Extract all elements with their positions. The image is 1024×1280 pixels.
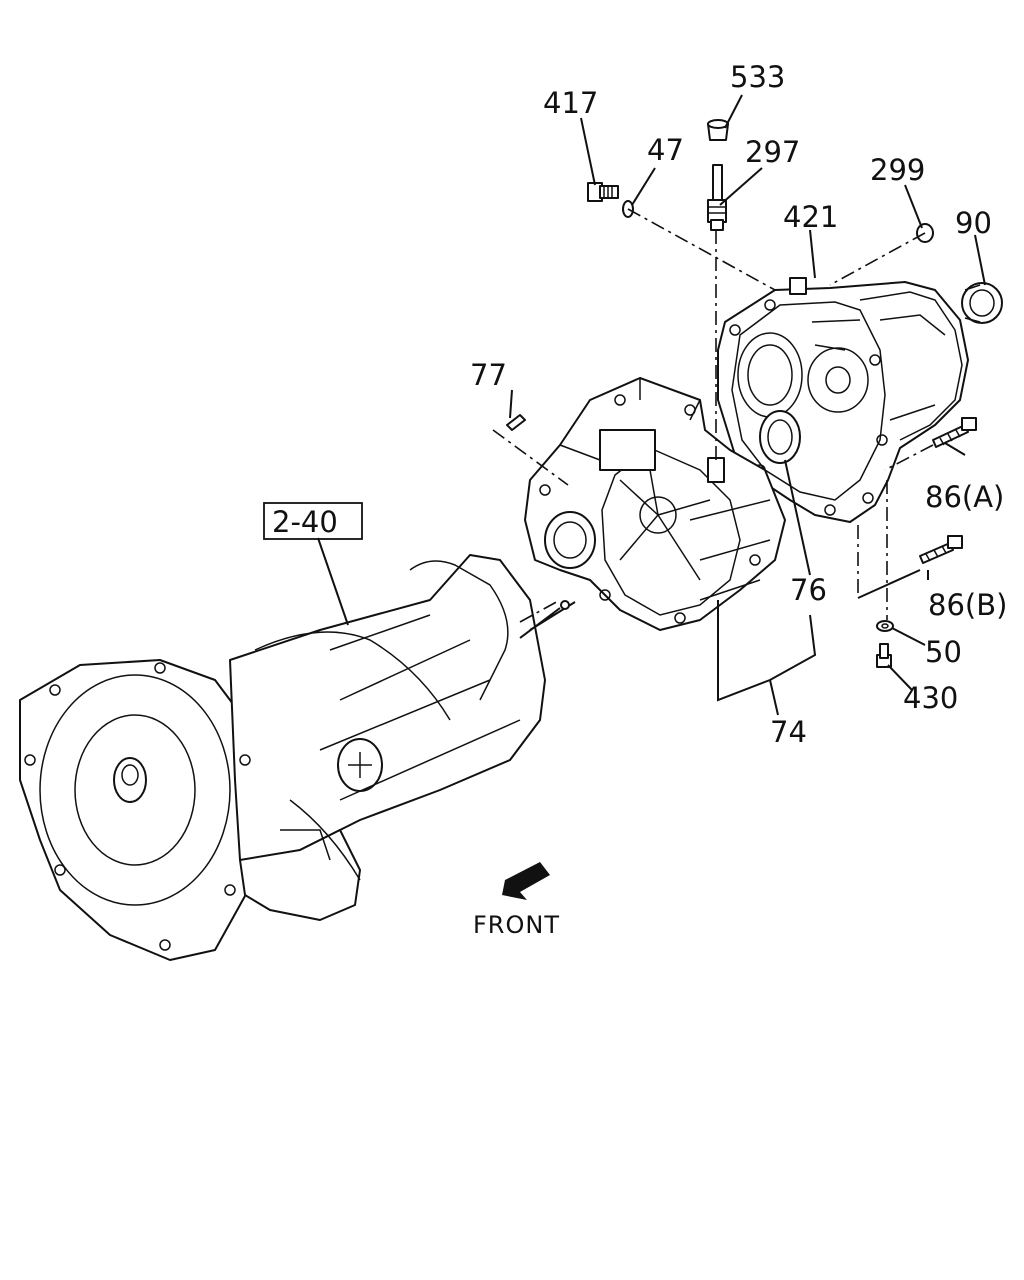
- front-label: FRONT: [473, 911, 560, 939]
- front-direction-arrow-icon: [502, 862, 550, 900]
- callout-2-40: 2-40: [272, 505, 338, 539]
- stud-bolt-86a: [932, 417, 977, 448]
- callout-74: 74: [770, 715, 807, 749]
- callout-77: 77: [470, 358, 507, 392]
- front-housing-74: [524, 377, 786, 631]
- callout-86b: 86(B): [928, 588, 1007, 622]
- bolt-417: [587, 182, 619, 202]
- leader-lines: [317, 94, 986, 716]
- callout-430: 430: [903, 681, 958, 715]
- callout-box-2-40: [263, 502, 363, 540]
- callout-299: 299: [870, 153, 925, 187]
- washer-50: [876, 620, 894, 632]
- bolt-430: [876, 643, 892, 668]
- callout-47: 47: [647, 133, 684, 167]
- callout-90: 90: [955, 206, 992, 240]
- stud-bolt-86b: [919, 535, 963, 564]
- callout-86a: 86(A): [925, 480, 1004, 514]
- dowel-pin-77: [506, 414, 526, 431]
- callout-76: 76: [790, 573, 827, 607]
- callout-533: 533: [730, 60, 785, 94]
- callout-50: 50: [925, 635, 962, 669]
- assembly-guide-lines: [492, 208, 934, 623]
- speedometer-sleeve-297: [707, 164, 727, 231]
- callout-421: 421: [783, 200, 838, 234]
- callout-417: 417: [543, 86, 598, 120]
- plug-533: [707, 119, 729, 141]
- dust-seal-90: [961, 282, 1003, 324]
- oil-seal-76: [759, 410, 801, 464]
- callout-297: 297: [745, 135, 800, 169]
- transmission-assembly-2-40: [19, 554, 576, 961]
